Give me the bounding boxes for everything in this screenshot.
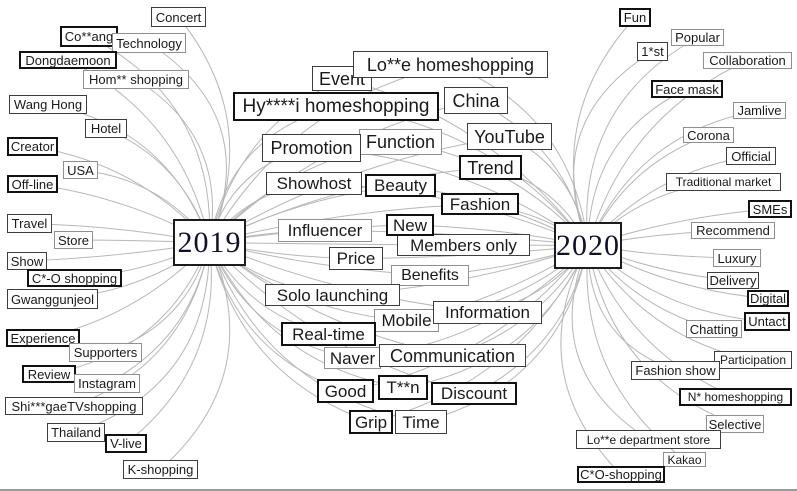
keyword-node-real-time: Real-time [281, 322, 376, 346]
keyword-node-usa: USA [63, 161, 98, 179]
keyword-node-popular: Popular [671, 29, 724, 46]
keyword-node-communication: Communication [379, 344, 526, 367]
keyword-node-gwanggunjeol: Gwanggunjeol [7, 289, 98, 309]
keyword-node-c-o-shopping: C*O-shopping [577, 466, 665, 483]
keyword-node-untact: Untact [744, 312, 790, 331]
keyword-node-k-shopping: K-shopping [123, 460, 198, 479]
keyword-node-price: Price [329, 247, 383, 270]
keyword-node-mobile: Mobile [374, 309, 439, 332]
keyword-node-supporters: Supporters [69, 343, 142, 362]
keyword-node-v-live: V-live [105, 434, 147, 453]
keyword-node-creator: Creator [7, 137, 58, 156]
keyword-node-showhost: Showhost [266, 172, 362, 195]
keyword-node-digital: Digital [747, 290, 789, 307]
keyword-node-store: Store [54, 231, 93, 249]
keyword-node-hotel: Hotel [85, 119, 127, 138]
keyword-node-instagram: Instagram [74, 374, 140, 393]
keyword-node-collaboration: Collaboration [703, 52, 792, 69]
figure-bottom-rule [0, 489, 797, 491]
keyword-node-off-line: Off-line [7, 175, 58, 193]
keyword-node-co-ang: Co**ang [60, 26, 118, 47]
keyword-node-shi-gaetvshopping: Shi***gaeTVshopping [5, 397, 143, 415]
keyword-node-good: Good [317, 379, 374, 403]
keyword-node-fun: Fun [619, 8, 651, 27]
keyword-node-kakao: Kakao [663, 452, 706, 467]
keyword-node-delivery: Delivery [707, 272, 759, 289]
keyword-node-jamlive: Jamlive [733, 102, 786, 119]
keyword-node-hom-shopping: Hom** shopping [83, 70, 189, 89]
keyword-node-lo-e-homeshopping: Lo**e homeshopping [353, 51, 548, 78]
keyword-node-1-st: 1*st [637, 42, 668, 61]
keyword-node-participation: Participation [714, 351, 792, 369]
keyword-node-benefits: Benefits [391, 265, 469, 286]
keyword-node-face-mask: Face mask [651, 80, 723, 98]
keyword-node-traditional-market: Traditional market [666, 173, 781, 191]
keyword-node-review: Review [22, 365, 76, 383]
keyword-node-new: New [386, 214, 434, 236]
year-anchor-2020: 2020 [554, 222, 622, 269]
keyword-node-technology: Technology [112, 33, 186, 53]
keyword-node-youtube: YouTube [467, 123, 552, 150]
keyword-node-concert: Concert [151, 7, 206, 27]
keyword-node-show: Show [7, 252, 47, 270]
keyword-node-n-homeshopping: N* homeshopping [679, 388, 792, 406]
keyword-node-experience: Experience [6, 329, 80, 347]
keyword-node-function: Function [359, 129, 442, 155]
keyword-node-travel: Travel [7, 214, 52, 233]
keyword-node-wang-hong: Wang Hong [9, 95, 87, 114]
keyword-node-promotion: Promotion [262, 134, 361, 162]
keyword-node-official: Official [726, 147, 776, 165]
keyword-node-hy-i-homeshopping: Hy****i homeshopping [233, 92, 439, 121]
keyword-node-members-only: Members only [397, 234, 530, 256]
year-anchor-2019: 2019 [173, 219, 246, 266]
keyword-node-information: Information [433, 301, 542, 324]
keyword-node-naver: Naver [324, 347, 381, 369]
keyword-node-china: China [444, 87, 508, 114]
keyword-node-luxury: Luxury [713, 249, 761, 267]
keyword-node-fashion: Fashion [441, 193, 519, 215]
keyword-node-discount: Discount [431, 382, 517, 405]
keyword-node-corona: Corona [683, 127, 734, 143]
keyword-node-dongdaemoon: Dongdaemoon [19, 51, 117, 69]
keyword-node-c-o-shopping: C*-O shopping [27, 269, 122, 287]
keyword-node-selective: Selective [706, 415, 764, 433]
keyword-node-smes: SMEs [748, 200, 792, 218]
keyword-node-solo-launching: Solo launching [265, 284, 400, 306]
keyword-node-recommend: Recommend [691, 222, 775, 239]
keyword-node-chatting: Chatting [686, 320, 742, 338]
keyword-node-beauty: Beauty [365, 174, 436, 197]
keyword-node-grip: Grip [349, 410, 393, 434]
keyword-node-trend: Trend [459, 155, 522, 180]
keyword-node-thailand: Thailand [47, 423, 105, 442]
keyword-node-fashion-show: Fashion show [631, 361, 720, 380]
keyword-node-time: Time [395, 410, 447, 434]
keyword-node-lo-e-department-store: Lo**e department store [576, 430, 721, 449]
keyword-node-t-n: T**n [378, 375, 428, 400]
keyword-node-influencer: Influencer [278, 219, 372, 242]
